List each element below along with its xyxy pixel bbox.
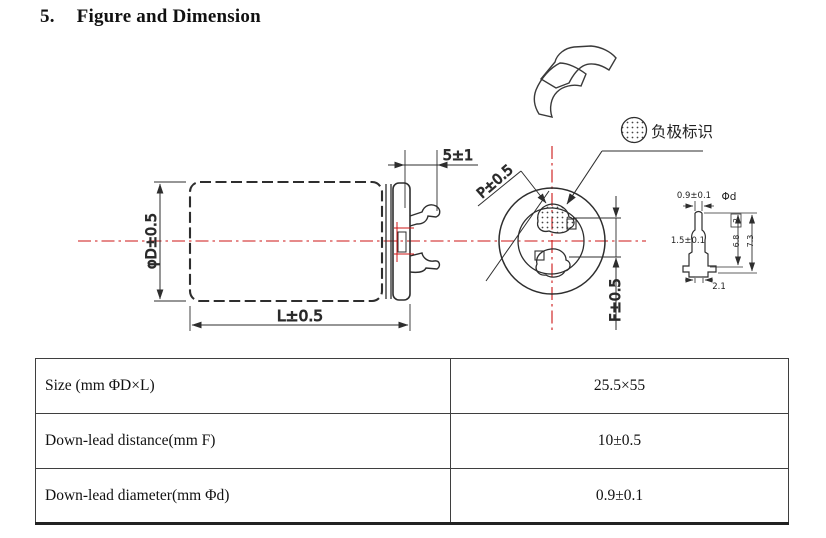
pin-tip xyxy=(694,210,703,214)
dim-tip-label: 2 xyxy=(732,218,741,223)
side-view: φD±0.5 L±0.5 5±1 xyxy=(144,148,478,331)
outer-circle xyxy=(498,187,606,295)
terminal-slot xyxy=(397,231,407,253)
negative-terminal-tab xyxy=(566,218,577,230)
row-label: Down-lead distance(mm F) xyxy=(35,413,451,469)
lead-distance-dimension xyxy=(569,196,621,330)
negative-terminal xyxy=(536,203,575,234)
dim-pitch-label: P±0.5 xyxy=(474,162,517,202)
upper-claw xyxy=(409,204,441,227)
table-row: Down-lead diameter(mm Φd) 0.9±0.1 xyxy=(35,468,789,524)
pin-top-shapes xyxy=(533,45,617,118)
dimension-table: Size (mm ΦD×L) 25.5×55 Down-lead distanc… xyxy=(35,358,789,525)
pin-top-shape-lower xyxy=(533,62,587,118)
negative-marking-text: 负极标识 xyxy=(651,123,713,141)
section-title-text: Figure and Dimension xyxy=(76,6,261,27)
pin-outline xyxy=(682,213,696,278)
negative-marking-icon xyxy=(620,116,648,144)
positive-terminal-tab xyxy=(534,250,545,261)
pin-detail-view xyxy=(682,201,757,283)
row-value: 10±0.5 xyxy=(450,413,789,469)
dim-neck-label: 1.5±0.1 xyxy=(671,236,705,246)
pin-red-marks xyxy=(394,222,414,262)
row-label: Down-lead diameter(mm Φd) xyxy=(35,468,451,524)
dim-diameter-label: φD±0.5 xyxy=(144,213,160,269)
dim-phi-d-label: Φd xyxy=(722,191,737,203)
dim-height-outer-label: 7.3 xyxy=(746,235,755,248)
row-label: Size (mm ΦD×L) xyxy=(35,358,451,414)
terminal-end-cap xyxy=(392,182,411,301)
pin-base-dimension xyxy=(685,277,713,283)
row-value: 25.5×55 xyxy=(450,358,789,414)
capacitor-body xyxy=(188,180,384,303)
pitch-dimension xyxy=(477,170,550,282)
centerlines xyxy=(78,146,646,334)
negative-marking-label xyxy=(566,116,703,205)
pin-top-shape-upper xyxy=(539,45,617,89)
dim-lead-diameter-label: 0.9±0.1 xyxy=(677,191,711,201)
table-row: Down-lead distance(mm F) 10±0.5 xyxy=(35,413,789,469)
front-view: P±0.5 F±0.5 xyxy=(474,162,625,330)
row-value: 0.9±0.1 xyxy=(450,468,789,524)
diameter-dimension xyxy=(154,181,186,302)
table-row: Size (mm ΦD×L) 25.5×55 xyxy=(35,358,789,414)
section-number: 5. xyxy=(40,6,55,27)
length-dimension xyxy=(189,304,411,331)
dim-height-inner-label: 6.8 xyxy=(732,235,741,248)
dim-pin-span-label: 5±1 xyxy=(443,148,474,164)
pin-width-dimension xyxy=(683,201,714,211)
dim-lead-distance-label: F±0.5 xyxy=(608,278,624,322)
dim-length-label: L±0.5 xyxy=(277,307,323,325)
pin-span-dimension xyxy=(388,150,478,211)
lower-claw xyxy=(409,252,441,274)
pin-outline xyxy=(701,213,717,278)
pin-height-dimensions xyxy=(704,212,757,274)
dim-base-label: 2.1 xyxy=(712,282,726,292)
positive-terminal xyxy=(535,248,571,278)
section-title: 5. Figure and Dimension xyxy=(40,6,261,28)
